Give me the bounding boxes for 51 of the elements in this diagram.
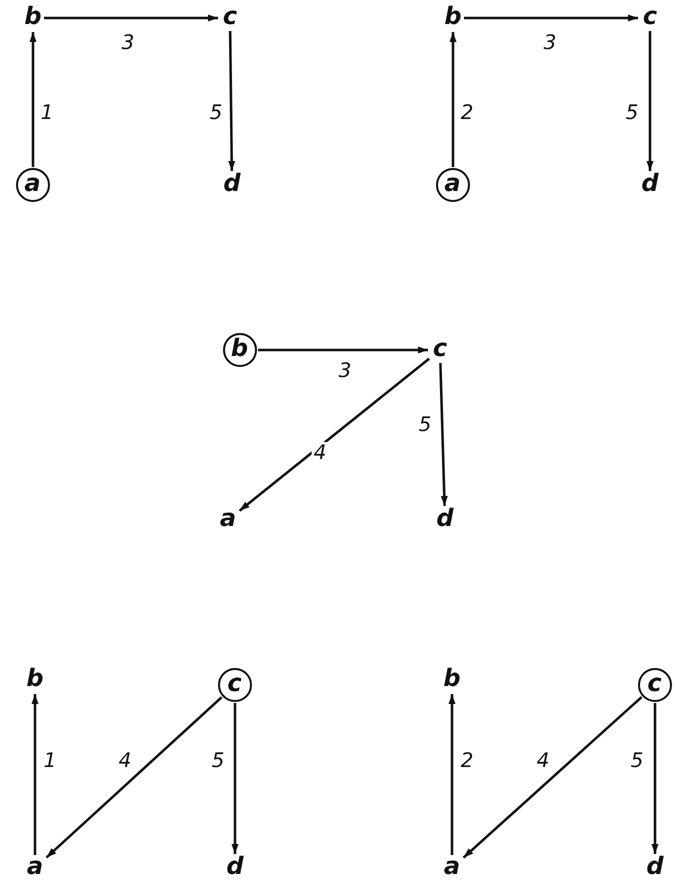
- vertex-label: b: [442, 668, 462, 692]
- edge-label: 5: [624, 102, 640, 122]
- arrow: [464, 14, 638, 22]
- vertex-label: a: [218, 508, 238, 532]
- edge-label: 3: [542, 32, 558, 52]
- arrow: [32, 694, 38, 855]
- edge-label: 5: [210, 750, 226, 770]
- edge-label: 5: [628, 750, 646, 770]
- circle-marker: [16, 168, 50, 202]
- arrow: [652, 703, 658, 854]
- vertex-label: c: [644, 672, 664, 696]
- edge-label: 5: [208, 102, 224, 122]
- arrow: [646, 31, 654, 171]
- arrow: [46, 696, 223, 858]
- vertex-label: d: [640, 173, 660, 197]
- vertex-label: c: [640, 6, 660, 30]
- edge-label: 2: [458, 102, 476, 122]
- vertex-label: a: [442, 172, 462, 196]
- vertex-label: d: [645, 856, 665, 880]
- circle-marker: [638, 668, 672, 702]
- arrow: [228, 30, 236, 172]
- vertex-label: b: [25, 668, 45, 692]
- circle-marker: [218, 668, 252, 702]
- edge-label: 2: [458, 750, 476, 770]
- arrow: [448, 694, 456, 855]
- circle-marker: [436, 168, 470, 202]
- vertex-label: c: [224, 672, 244, 696]
- edge-label: 3: [120, 32, 136, 52]
- arrow: [462, 696, 642, 859]
- vertex-label: d: [225, 856, 245, 880]
- vertex-label: d: [435, 508, 455, 532]
- vertex-label: b: [23, 6, 43, 30]
- edge-label: 3: [336, 360, 354, 380]
- edge-label: 5: [416, 414, 434, 434]
- vertex-label: a: [22, 172, 42, 196]
- vertex-label: b: [443, 6, 463, 30]
- arrow: [232, 703, 238, 854]
- arrow: [450, 32, 456, 167]
- vertex-label: a: [25, 856, 45, 880]
- vertex-label: c: [430, 338, 450, 362]
- arrow: [258, 346, 428, 354]
- arrow: [439, 362, 448, 506]
- arrow: [44, 14, 218, 22]
- vertex-label: c: [220, 6, 240, 30]
- vertex-label: b: [230, 338, 250, 362]
- arrow: [30, 32, 36, 167]
- circle-marker: [223, 333, 257, 367]
- edge-label: 4: [312, 442, 328, 462]
- arrow: [238, 358, 430, 512]
- vertex-label: d: [222, 173, 242, 197]
- vertex-label: a: [442, 856, 462, 880]
